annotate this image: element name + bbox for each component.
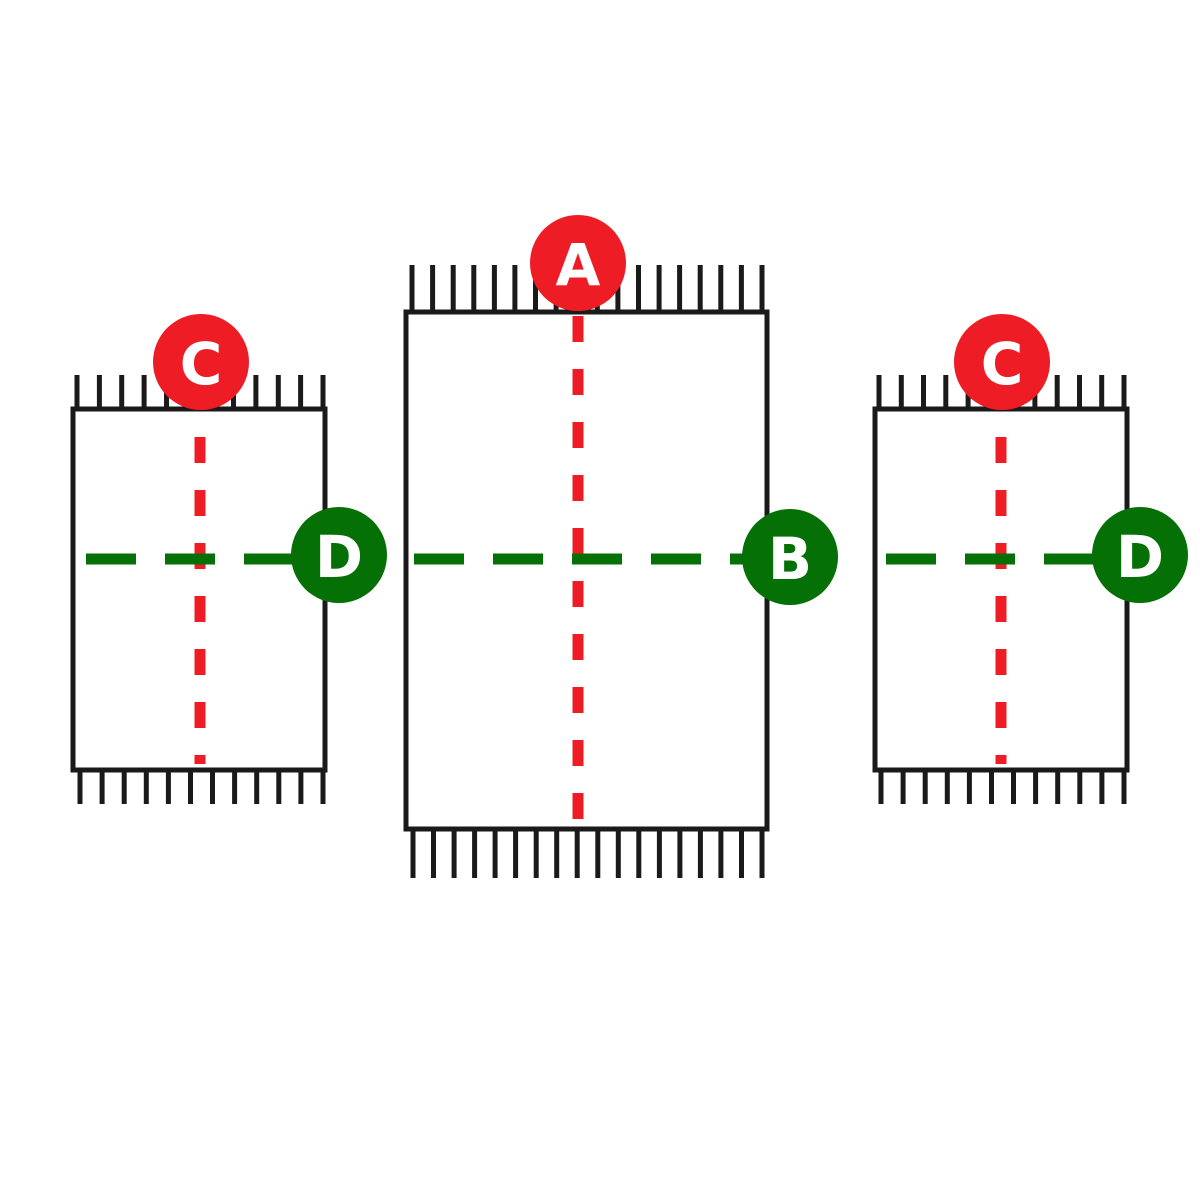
- rug-center-length-label: A: [556, 231, 601, 299]
- rug-left-bottom-fringe: [77, 771, 326, 804]
- rug-left-runner: C D: [70, 314, 387, 804]
- rug-center: A B: [403, 215, 838, 878]
- rug-center-length-marker-circle: [530, 215, 626, 311]
- rug-left-length-marker-circle: [153, 314, 249, 410]
- rug-center-length-marker: A: [530, 215, 626, 311]
- rug-left-width-marker-circle: [291, 507, 387, 603]
- rug-center-body: [403, 309, 770, 832]
- rug-right-runner: C D: [872, 314, 1188, 804]
- rug-right-length-label: C: [981, 330, 1024, 398]
- rug-left-length-marker: C: [153, 314, 249, 410]
- rug-right-length-marker: C: [954, 314, 1050, 410]
- rug-center-width-marker-circle: [742, 509, 838, 605]
- rug-right-bottom-fringe: [878, 771, 1127, 804]
- rug-center-width-label: B: [768, 525, 812, 593]
- rug-right-width-label: D: [1116, 523, 1164, 591]
- rug-right-length-marker-circle: [954, 314, 1050, 410]
- rug-right-width-marker: D: [1092, 507, 1188, 603]
- rug-center-bottom-fringe: [410, 831, 765, 878]
- rug-center-width-marker: B: [742, 509, 838, 605]
- rug-left-width-marker: D: [291, 507, 387, 603]
- rug-left-length-label: C: [180, 330, 223, 398]
- rug-left-width-label: D: [315, 523, 363, 591]
- rug-right-width-marker-circle: [1092, 507, 1188, 603]
